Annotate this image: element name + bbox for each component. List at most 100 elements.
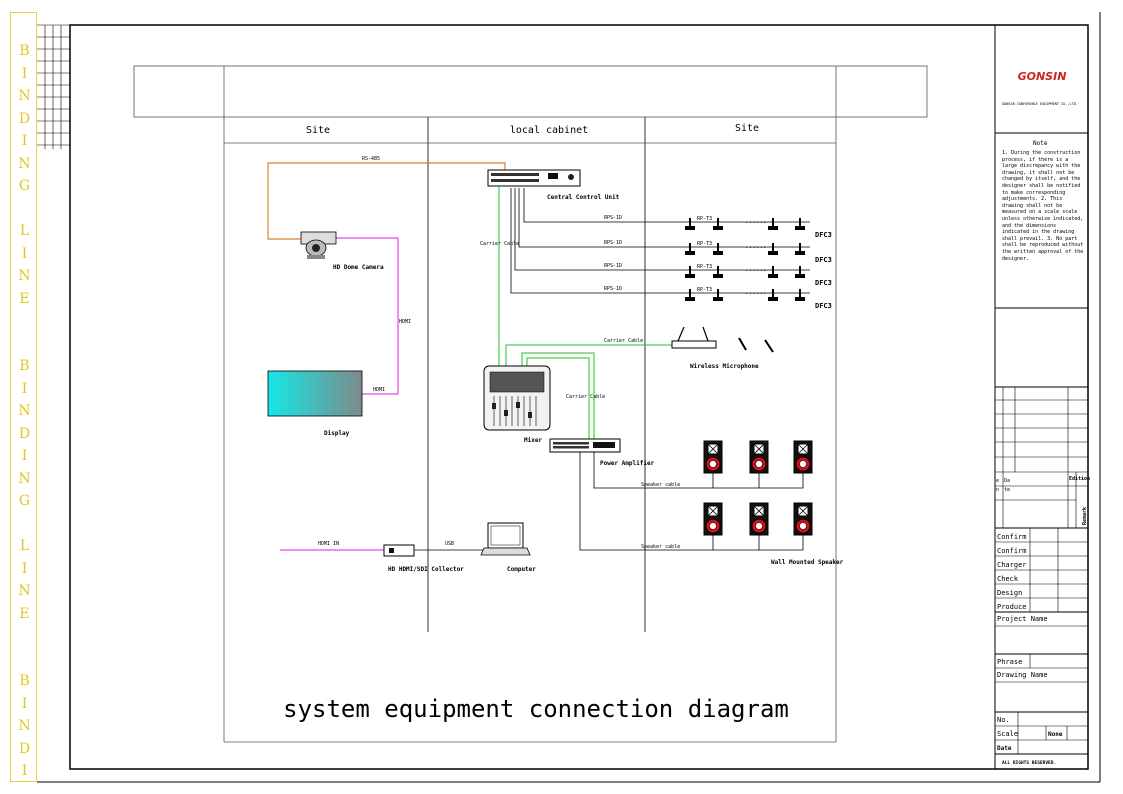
drawing-name-label: Drawing Name (997, 671, 1048, 679)
binding-letter: N (18, 470, 31, 487)
bus-label-rpt: RP-T3 (697, 287, 712, 293)
rev-date-label: Da (1004, 478, 1010, 484)
role-design: Design (997, 589, 1022, 597)
role-check: Check (997, 575, 1019, 583)
bus-label-rps: RPS-1D (604, 286, 622, 292)
carrier-cable-label-1: Carrier Cable (480, 241, 519, 247)
wall-speaker-icon (749, 502, 769, 536)
binding-letter: B (19, 43, 30, 59)
role-confirm-1: Confirm (997, 533, 1027, 541)
continuation-dots: ...... (745, 218, 767, 225)
collector-icon (383, 544, 415, 557)
binding-letter: L (19, 223, 30, 239)
title-block (994, 25, 1088, 769)
display-icon (267, 370, 363, 417)
hdmi-in-label: HDMI IN (318, 541, 339, 547)
collector-label: HD HDMI/SDI Collector (388, 566, 464, 573)
computer-icon (480, 522, 531, 556)
rev-edition-label: Edition (1069, 476, 1090, 482)
continuation-dots: ...... (745, 266, 767, 273)
wall-speaker-label: Wall Mounted Speaker (771, 559, 844, 566)
power-amplifier-icon (549, 438, 621, 453)
speaker-cable-label-2: Speaker cable (641, 544, 680, 550)
bus-label-rpt: RP-T3 (697, 264, 712, 270)
control-unit-label: Central Control Unit (547, 194, 620, 201)
continuation-dots: ...... (745, 243, 767, 250)
binding-letter: D (18, 740, 31, 757)
binding-letter: E (19, 605, 30, 622)
rs485-label: RS-485 (362, 156, 380, 162)
binding-letter: G (18, 178, 31, 194)
speaker-cable-label-1: Speaker cable (641, 482, 680, 488)
mixer-label: Mixer (524, 437, 542, 444)
carrier-cable-label-3: Carrier Cable (566, 394, 605, 400)
dome-camera-icon (300, 231, 337, 259)
scale-value: None (1048, 731, 1063, 738)
binding-letter: G (18, 493, 31, 509)
conference-unit-icon (685, 218, 695, 230)
conference-unit-icon (713, 266, 723, 278)
dome-camera-label: HD Dome Camera (333, 264, 384, 271)
conference-unit-icon (768, 289, 778, 301)
binding-letter: N (18, 88, 31, 104)
binding-letter: N (18, 155, 31, 172)
central-control-unit (487, 169, 581, 187)
rev-te-label: te (1004, 487, 1010, 493)
computer-label: Computer (507, 566, 536, 573)
speaker-group (703, 440, 813, 536)
conference-unit-icon (795, 266, 805, 278)
rev-e-label: e (996, 478, 999, 484)
project-name-label: Project Name (997, 615, 1048, 623)
binding-letter: N (18, 583, 31, 599)
column-local-cabinet: local cabinet (510, 125, 588, 136)
binding-letter: I (21, 695, 28, 712)
binding-letter: I (21, 380, 28, 397)
dfc-label: DFC3 (815, 279, 832, 287)
bus-label-rps: RPS-1D (604, 215, 622, 221)
rev-n-label: n (996, 487, 999, 493)
binding-letter: L (19, 538, 30, 554)
conference-unit-icon (768, 218, 778, 230)
conference-unit-icon (713, 289, 723, 301)
conference-unit-icon (685, 289, 695, 301)
brand-logo: GONSIN (1018, 70, 1067, 83)
binding-letter: I (21, 763, 28, 779)
binding-letter: N (18, 268, 31, 284)
conference-unit-icon (768, 266, 778, 278)
bus-label-rps: RPS-1D (604, 240, 622, 246)
role-confirm-2: Confirm (997, 547, 1027, 555)
handheld-microphone-icon (738, 337, 774, 353)
column-site-right: Site (735, 123, 759, 134)
binding-letter: I (21, 448, 28, 464)
hdmi-label-1: HDMI (399, 319, 411, 325)
phrase-label: Phrase (997, 658, 1022, 666)
scale-label: Scale (997, 730, 1018, 738)
date-label: Date (997, 745, 1012, 752)
wireless-microphone-label: Wireless Microphone (690, 363, 759, 370)
role-charger: Charger (997, 561, 1027, 569)
bus-label-rps: RPS-1D (604, 263, 622, 269)
inner-frame (69, 24, 1089, 770)
hdmi-label-2: HDMI (373, 387, 385, 393)
column-site-left: Site (306, 125, 330, 136)
rs485-cable (267, 162, 506, 240)
conference-unit-icon (795, 218, 805, 230)
binding-letter: B (19, 673, 30, 689)
display-label: Display (324, 430, 350, 437)
corner-grid (37, 24, 70, 149)
dfc-label: DFC3 (815, 256, 832, 264)
conference-unit-icon (685, 243, 695, 255)
carrier-cable-label-2: Carrier Cable (604, 338, 643, 344)
conference-bus-lines (510, 188, 810, 294)
binding-letter: D (18, 425, 31, 442)
wall-speaker-icon (793, 502, 813, 536)
hdmi-cable (336, 237, 399, 395)
note-title: Note (1033, 140, 1048, 147)
conference-unit-icon (795, 289, 805, 301)
binding-letter: D (18, 110, 31, 127)
wall-speaker-icon (703, 440, 723, 474)
binding-letter: I (21, 560, 28, 577)
mixer-icon (483, 365, 551, 431)
